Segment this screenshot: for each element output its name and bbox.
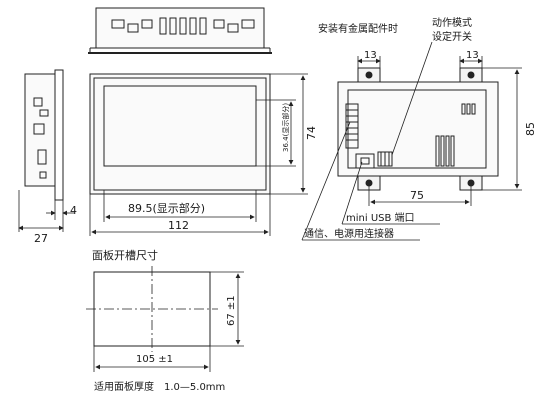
- comm-power-label: 通信、电源用连接器: [304, 227, 394, 240]
- front-view: [89, 73, 308, 236]
- dim-overall-width: 112: [168, 219, 189, 232]
- mode-switch-label-2: 设定开关: [432, 30, 472, 43]
- metal-fitting-note: 安装有金属配件时: [318, 22, 398, 35]
- dim-cutout-height: 67 ±1: [226, 295, 237, 326]
- dim-mount-height: 85: [524, 122, 537, 136]
- dim-cutout-width: 105 ±1: [136, 354, 173, 365]
- dim-bracket-right: 13: [466, 50, 479, 61]
- rear-view: [301, 41, 522, 241]
- dim-display-width: 89.5(显示部分): [128, 201, 205, 215]
- dim-bracket-left: 13: [364, 50, 377, 61]
- dim-mount-spacing: 75: [410, 189, 424, 202]
- cutout-title: 面板开槽尺寸: [92, 248, 158, 262]
- top-view: [88, 7, 272, 54]
- dim-overall-height: 74: [305, 126, 318, 140]
- dim-bezel: 4: [70, 204, 77, 217]
- dim-depth: 27: [34, 232, 48, 245]
- panel-thickness-note: 适用面板厚度 1.0—5.0mm: [94, 380, 225, 393]
- mode-switch-label-1: 动作模式: [432, 16, 472, 29]
- side-view: [18, 69, 74, 232]
- dim-display-height: 36.4(显示部分): [281, 103, 290, 152]
- panel-cutout: [86, 266, 244, 372]
- mini-usb-label: mini USB 端口: [346, 211, 415, 224]
